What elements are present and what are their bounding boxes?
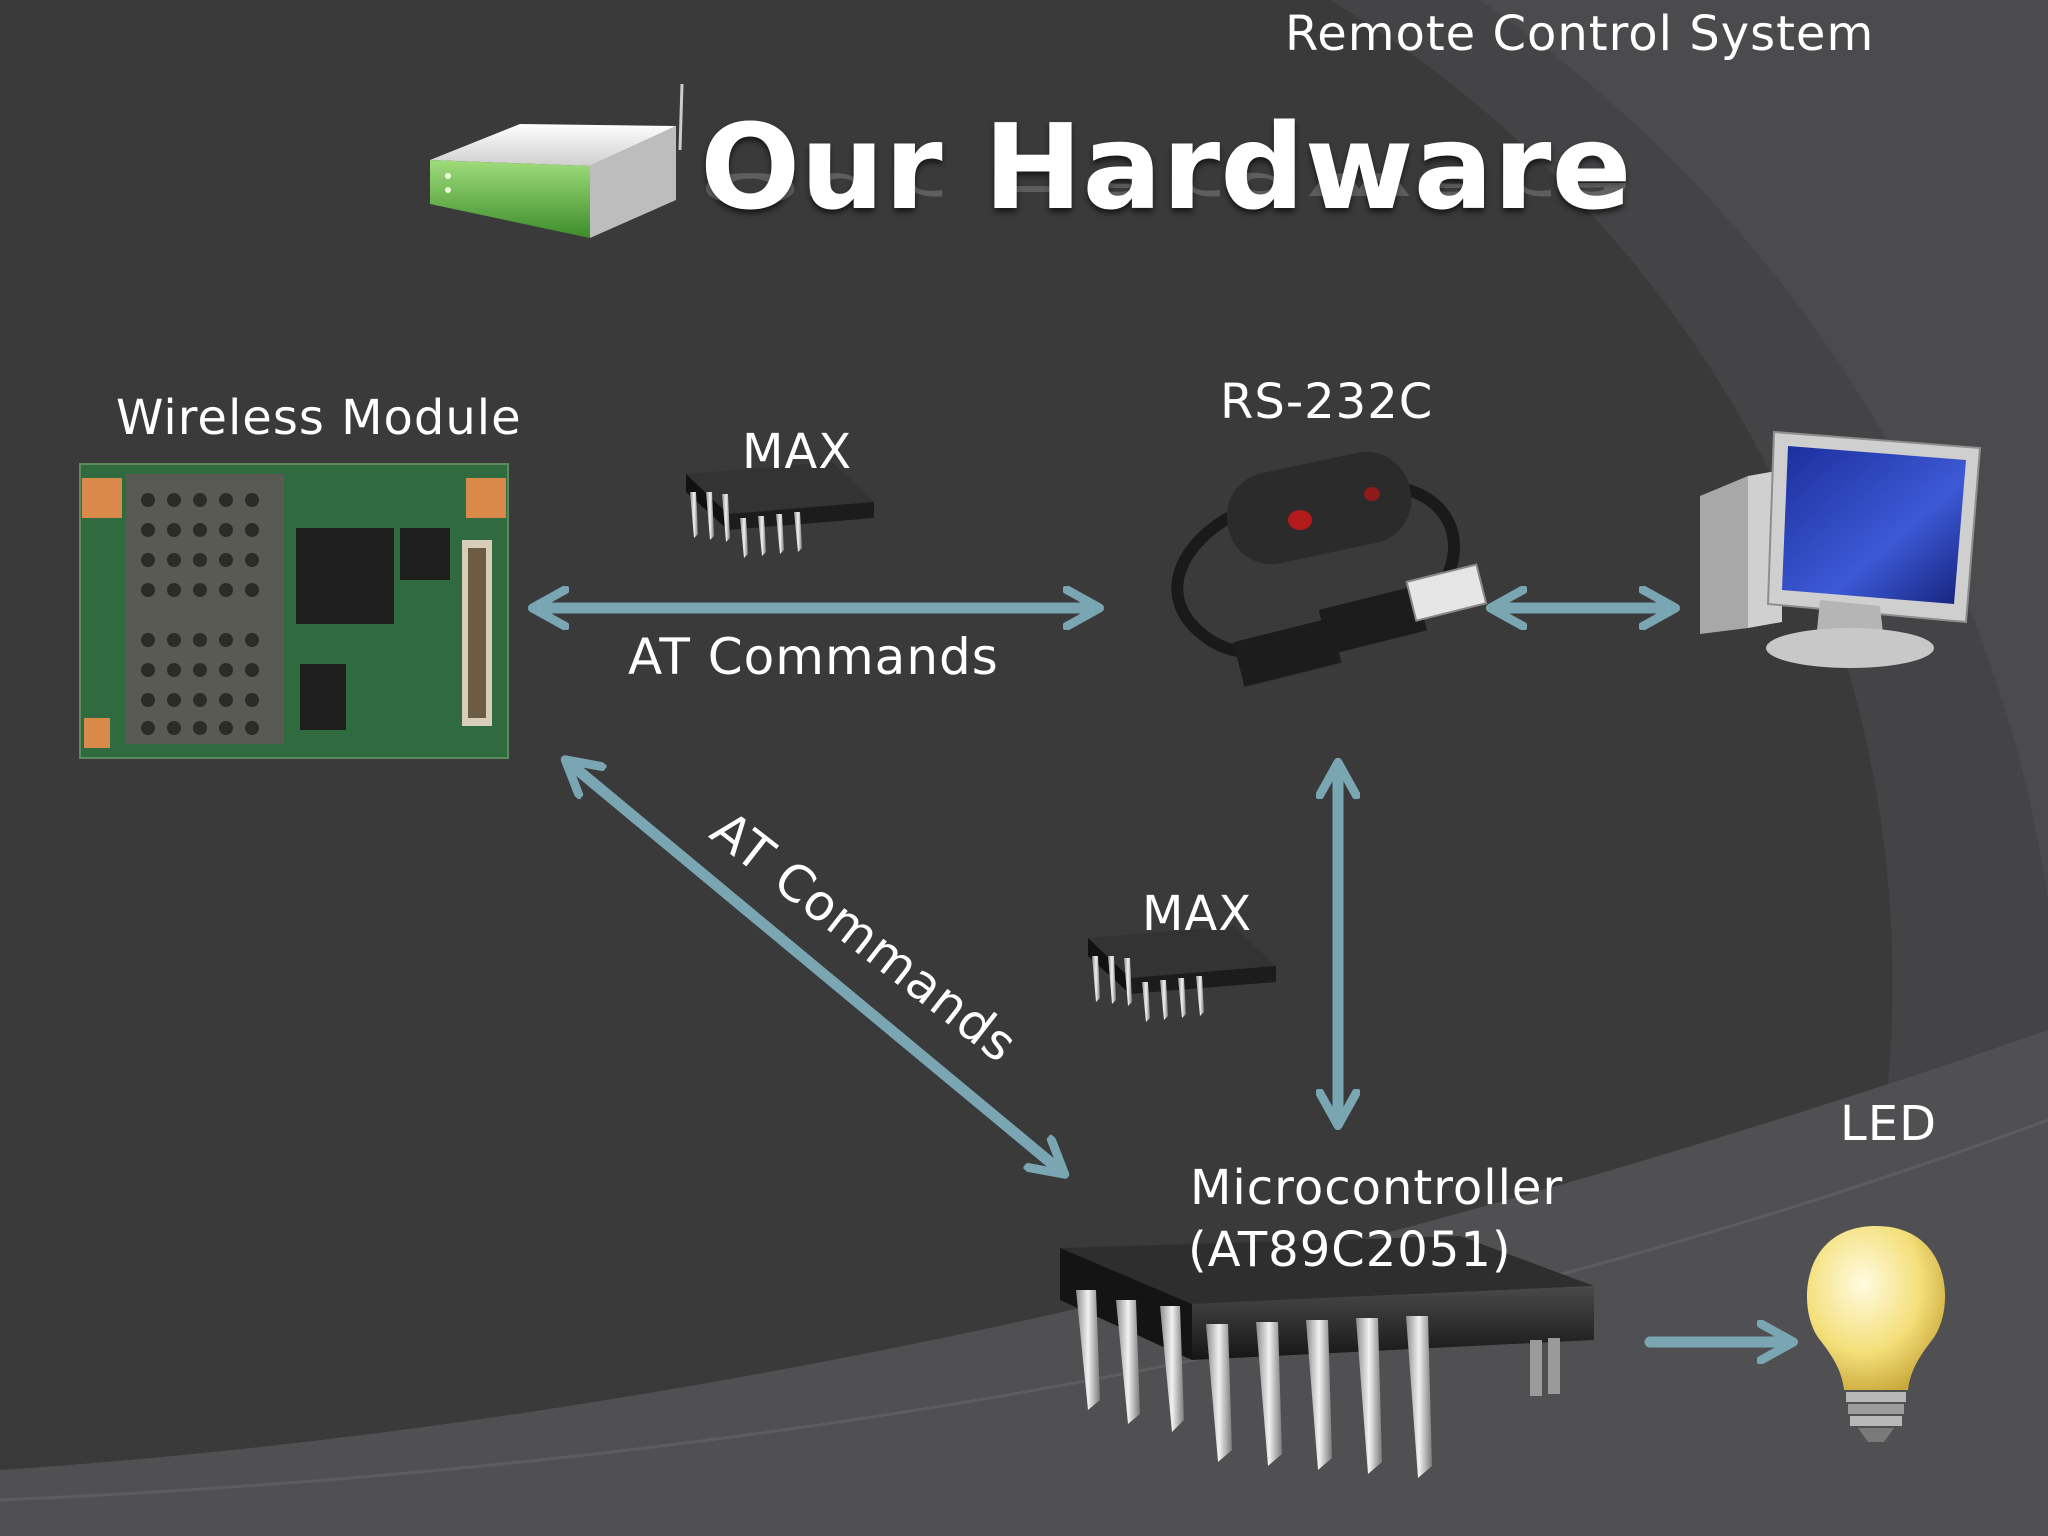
microcontroller-model-label: (AT89C2051) (1188, 1222, 1512, 1278)
computer-icon (1700, 430, 1982, 668)
max-chip-top-icon (686, 462, 874, 558)
microcontroller-label: Microcontroller (1190, 1160, 1564, 1216)
microcontroller-chip-icon (1060, 1236, 1594, 1478)
system-name-label: Remote Control System (1285, 6, 1875, 62)
max-top-label: MAX (742, 424, 853, 480)
max-middle-label: MAX (1142, 886, 1253, 942)
led-bulb-icon (1806, 1226, 1946, 1442)
led-label: LED (1840, 1096, 1938, 1152)
arrow-wireless-mcu (568, 762, 1062, 1172)
rs232-usb-cable-icon (1171, 451, 1488, 687)
wireless-module-icon (79, 463, 509, 759)
at-commands-horizontal-label: AT Commands (628, 628, 999, 686)
router-icon (430, 83, 684, 238)
wireless-module-label: Wireless Module (116, 390, 522, 446)
rs232-label: RS-232C (1220, 374, 1434, 430)
page-title: Our Hardware (700, 98, 1632, 236)
page-title-reflection: Our Hardware (700, 163, 1632, 212)
max-chip-middle-icon (1088, 926, 1276, 1022)
